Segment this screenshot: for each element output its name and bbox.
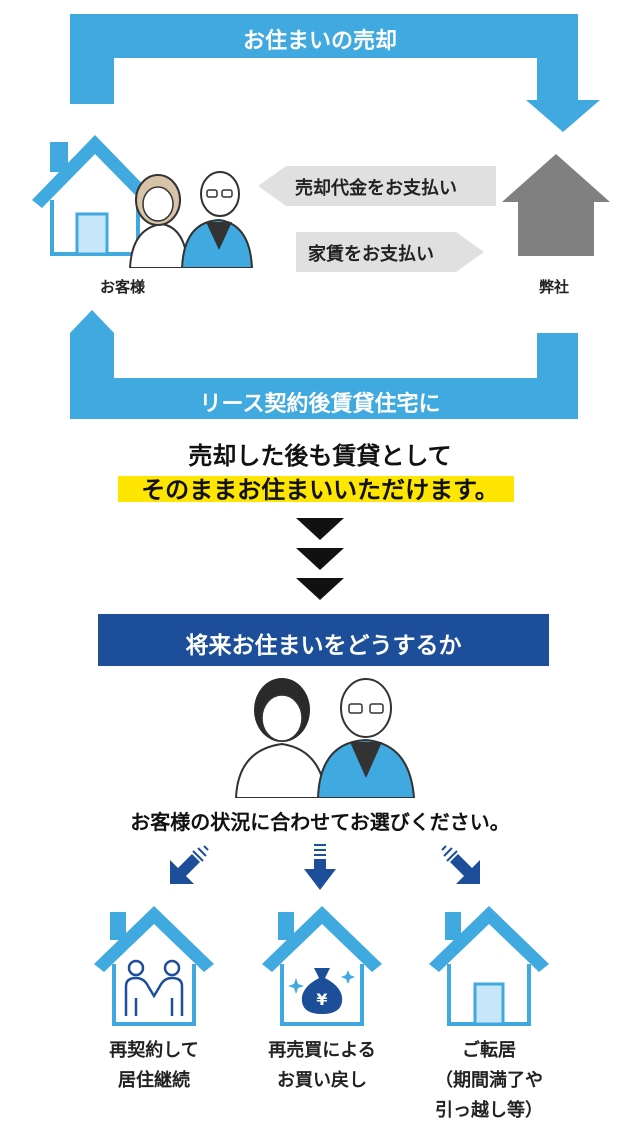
company-house-icon: [502, 154, 610, 256]
lease-label: リース契約後賃貸住宅に: [199, 392, 441, 417]
customer-label: お客様: [100, 278, 146, 296]
sale-flow-arrow: [70, 14, 600, 132]
sale-label: お住まいの売却: [242, 29, 397, 54]
svg-text:¥: ¥: [316, 990, 327, 1009]
pay-rent-arrow: [296, 232, 484, 272]
option-move-label: ご転居 （期間満了や 引っ越し等）: [435, 1040, 543, 1121]
company-label: 弊社: [539, 278, 570, 296]
arrow-down-right-icon: [441, 845, 480, 884]
option-buyback-label: 再売買による お買い戻し: [268, 1040, 376, 1091]
future-subtitle: お客様の状況に合わせてお選びください。: [130, 810, 510, 834]
pay-rent-label: 家賃をお支払い: [308, 244, 434, 265]
handshake-people-icon: [124, 959, 184, 1016]
future-title: 将来お住まいをどうするか: [185, 633, 462, 659]
couple-icon: [234, 678, 416, 798]
pay-sale-arrow: [258, 166, 496, 206]
highlight-bar: [118, 476, 514, 502]
future-title-bar: [98, 614, 549, 666]
yen-bag-icon: ¥: [301, 968, 343, 1014]
arrow-down-icon: [304, 844, 336, 890]
option-continue-label: 再契約して 居住継続: [109, 1040, 199, 1091]
option-continue-house-icon: [94, 906, 214, 1026]
headline-line1: 売却した後も賃貸として: [188, 442, 452, 470]
down-arrows-icon: [296, 518, 344, 600]
sparkle-icon: [288, 970, 355, 994]
lease-flow-arrow: [70, 310, 578, 419]
arrow-down-left-icon: [170, 845, 209, 884]
customer-couple-icon: [128, 171, 254, 268]
headline-line2: そのままお住まいいただけます。: [141, 476, 499, 504]
option-move-house-icon: [429, 906, 549, 1026]
pay-sale-label: 売却代金をお支払い: [295, 178, 457, 199]
option-buyback-house-icon: ¥: [262, 906, 382, 1026]
